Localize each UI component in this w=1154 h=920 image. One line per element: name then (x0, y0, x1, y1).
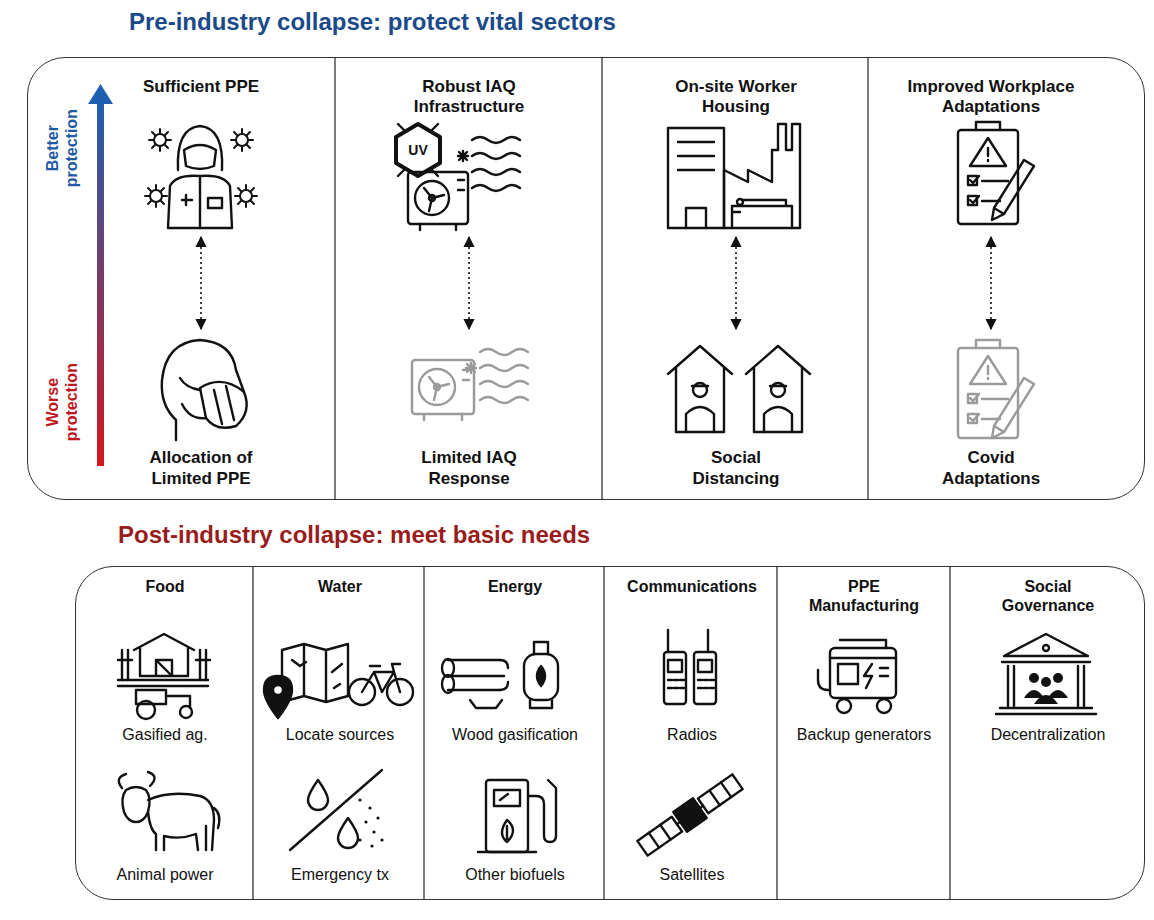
dotted-arrow (200, 237, 202, 329)
government-icon (996, 634, 1096, 714)
generator-icon (818, 640, 896, 713)
map-pin-icon (264, 644, 348, 718)
air-unit-icon (412, 349, 528, 420)
item-label: Covid Adaptations (926, 448, 1056, 489)
farm-icon (118, 634, 210, 719)
need-column: Social GovernanceDecentralization (955, 571, 1141, 897)
clipboard-icon (958, 122, 1034, 224)
axis-label: Worse protection (43, 347, 81, 457)
protection-item: Sufficient PPE (71, 73, 331, 229)
need-column: EnergyWood gasificationOther biofuels (429, 571, 601, 897)
item-label: Animal power (84, 865, 246, 884)
item-label: Social Distancing (666, 448, 806, 489)
fuel-pump-icon (478, 780, 556, 852)
mask-icon (162, 340, 247, 440)
item-label: Decentralization (958, 725, 1138, 744)
column-header: Food (85, 577, 245, 596)
protection-item: Covid Adaptations (875, 337, 1107, 493)
need-column: PPE ManufacturingBackup generators (782, 571, 946, 897)
item-label: On-site Worker Housing (666, 77, 806, 118)
item-label: Allocation of Limited PPE (131, 448, 271, 489)
item-label: Wood gasification (432, 725, 598, 744)
satellite-icon (636, 772, 745, 858)
panel: Post-industry collapse: meet basic needs… (75, 566, 1145, 900)
item-label: Improved Workplace Adaptations (896, 77, 1086, 118)
item-label: Backup generators (785, 725, 943, 744)
house-icon (668, 346, 810, 432)
protection-axis (88, 84, 113, 466)
section-heading: Post-industry collapse: meet basic needs (118, 521, 590, 550)
item-label: Gasified ag. (84, 725, 246, 744)
column-header: Social Governance (988, 577, 1108, 615)
need-column: WaterLocate sourcesEmergency tx (259, 571, 421, 897)
bicycle-icon (349, 664, 413, 705)
item-label: Other biofuels (432, 865, 598, 884)
item-label: Locate sources (262, 725, 418, 744)
section-heading: Pre-industry collapse: protect vital sec… (129, 8, 616, 37)
item-label: Sufficient PPE (121, 77, 281, 97)
item-label: Radios (612, 725, 772, 744)
column-header: PPE Manufacturing (799, 577, 929, 615)
item-label: Satellites (612, 865, 772, 884)
item-label: Robust IAQ Infrastructure (399, 77, 539, 118)
hazmat-icon (145, 126, 257, 228)
protection-item: Social Distancing (613, 337, 859, 493)
protection-item: Improved Workplace Adaptations (875, 73, 1107, 229)
axis-label: Better protection (43, 93, 81, 203)
water-treatment-icon (290, 770, 384, 850)
dotted-arrow (990, 237, 992, 329)
need-column: FoodGasified ag. Animal power (81, 571, 249, 897)
panel: Pre-industry collapse: protect vital sec… (27, 57, 1145, 500)
need-column: CommunicationsRadiosSatellites (609, 571, 775, 897)
protection-item: Limited IAQ Response (346, 337, 592, 493)
item-label: Emergency tx (262, 865, 418, 884)
protection-item: On-site Worker Housing (613, 73, 859, 229)
column-header: Energy (435, 577, 595, 596)
radio-icon (664, 630, 716, 704)
column-divider (253, 57, 950, 900)
icon-text: UV (398, 142, 438, 159)
column-header: Water (265, 577, 415, 596)
bull-icon (119, 772, 220, 850)
protection-item: Robust IAQ Infrastructure (346, 73, 592, 229)
uv-air-unit-icon (396, 124, 520, 230)
wood-gas-icon (442, 642, 558, 708)
dotted-arrow (735, 237, 737, 329)
dotted-arrow (468, 237, 470, 329)
protection-item: Allocation of Limited PPE (71, 337, 331, 493)
clipboard-icon (958, 340, 1034, 438)
item-label: Limited IAQ Response (399, 448, 539, 489)
worker-housing-icon (668, 124, 800, 228)
column-header: Communications (612, 577, 772, 596)
